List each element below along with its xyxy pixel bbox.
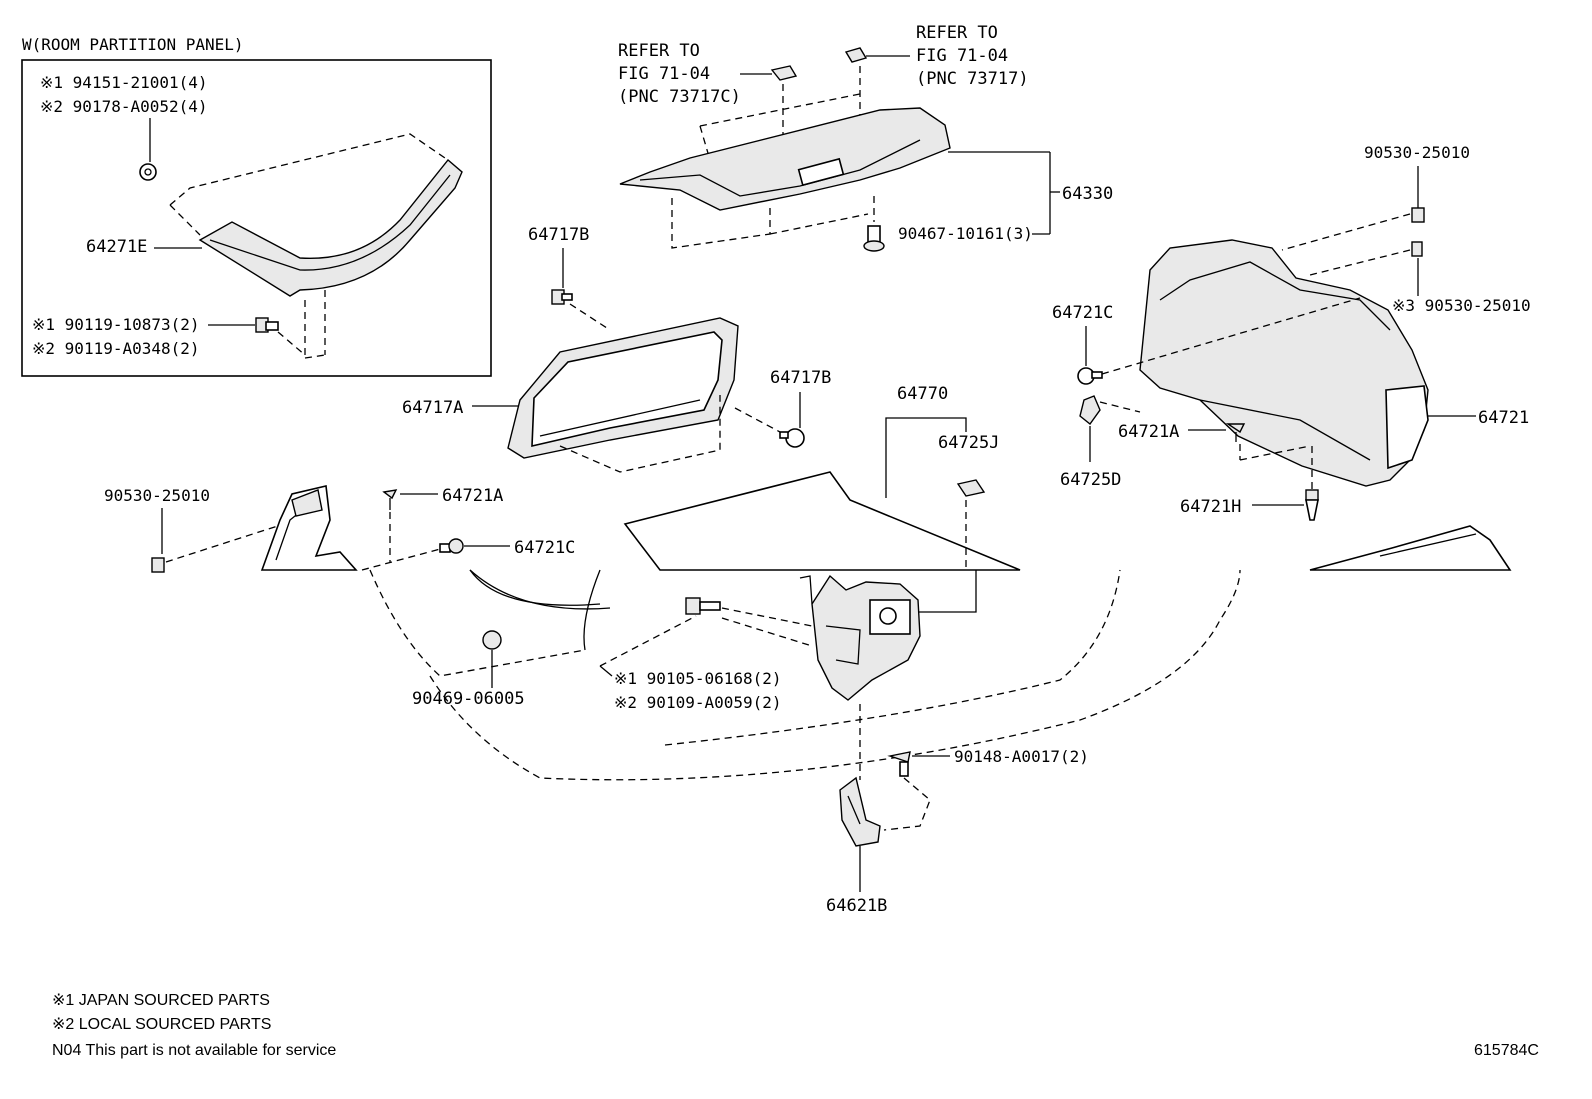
clip-64721C-left-icon [439,538,464,554]
clip-64725J-icon [956,479,986,497]
label-64725J: 64725J [938,433,999,453]
refer-left-line3: (PNC 73717C) [618,87,741,107]
refer-right-line3: (PNC 73717) [916,69,1029,89]
striker-64621B [839,776,881,847]
clip-64721H-icon [1305,489,1319,521]
cover-64717A-group: 64717B 64717A 64717B [402,225,831,473]
label-90467-10161: 90467-10161(3) [898,224,1033,243]
trim-cover-64721 [1139,239,1429,487]
trunk-floor-outline: 64770 64725J [369,384,1241,781]
note-japan-sourced: ※1 JAPAN SOURCED PARTS [52,992,270,1009]
label-90119-10873: ※1 90119-10873(2) [32,315,200,334]
inset-title: W(ROOM PARTITION PANEL) [22,35,244,54]
label-64717B-top: 64717B [528,225,589,245]
figure-id: 615784C [1474,1042,1539,1059]
clip-64721A-right-icon [1225,423,1246,434]
striker-64621B-group: 64621B 90148-A0017(2) [826,704,1089,916]
refer-left-line2: FIG 71-04 [618,64,710,84]
refer-right-line1: REFER TO [916,23,998,43]
clip-90530-right-top-icon [1411,207,1425,223]
label-64721C-left: 64721C [514,538,575,558]
label-64770: 64770 [897,384,948,404]
label-64717B-mid: 64717B [770,368,831,388]
bolt-90148-icon [887,751,911,763]
latch-64770: 90469-06005 ※1 90105-06168(2) ※2 90109-A… [412,574,921,712]
room-partition-inset: W(ROOM PARTITION PANEL) ※1 94151-21001(4… [21,35,492,377]
trim-panel-64330 [619,107,951,211]
legend-notes: ※1 JAPAN SOURCED PARTS ※2 LOCAL SOURCED … [52,992,1539,1059]
label-90530-left: 90530-25010 [104,486,210,505]
refer-right-line2: FIG 71-04 [916,46,1008,66]
label-64721A-right: 64721A [1118,422,1179,442]
clip-73717-icon [844,47,868,63]
bracket-64725D-icon [1079,395,1101,426]
label-90119-A0348: ※2 90119-A0348(2) [32,339,200,358]
clip-90467-icon [863,225,885,252]
label-64721: 64721 [1478,408,1529,428]
left-side-group: 90530-25010 64721A 64721C [104,485,575,573]
clip-90530-left-icon [151,557,165,573]
bolt-90119-icon [255,317,279,333]
note-not-available: N04 This part is not available for servi… [52,1042,336,1059]
note-local-sourced: ※2 LOCAL SOURCED PARTS [52,1016,271,1033]
clip-73717C-icon [770,65,798,81]
trim-side-left [260,485,358,571]
label-90530-right-top: 90530-25010 [1364,143,1470,162]
refer-left-line1: REFER TO [618,41,700,61]
label-90109-A0059: ※2 90109-A0059(2) [614,693,782,712]
label-90178-A0052: ※2 90178-A0052(4) [40,97,208,116]
label-64725D: 64725D [1060,470,1121,490]
label-64717A: 64717A [402,398,463,418]
label-64721H: 64721H [1180,497,1241,517]
clip-90178-icon [139,163,157,181]
clip-90530-right-3-icon [1411,241,1423,257]
clip-64721A-left-icon [382,489,398,500]
label-64721A-left: 64721A [442,486,503,506]
right-side-group: 90530-25010 ※3 90530-25010 64721 64721C … [1052,143,1531,571]
label-64721C-right: 64721C [1052,303,1113,323]
trim-side-right-lower [1309,525,1512,571]
label-90469-06005: 90469-06005 [412,689,525,709]
label-90148-A0017: 90148-A0017(2) [954,747,1089,766]
clip-64717B-top-icon [551,289,573,305]
label-64271E: 64271E [86,237,147,257]
inset-frame [21,59,492,377]
label-90105-06168: ※1 90105-06168(2) [614,669,782,688]
panel-64330-group: REFER TO FIG 71-04 (PNC 73717C) REFER TO… [618,23,1113,252]
label-94151-21001: ※1 94151-21001(4) [40,73,208,92]
label-64330: 64330 [1062,184,1113,204]
label-90530-right-3: ※3 90530-25010 [1392,296,1531,315]
plug-90469-icon [482,630,502,650]
clip-64721C-right-icon [1077,367,1103,385]
label-64621B: 64621B [826,896,887,916]
partition-panel-64271E [198,158,463,297]
clip-64717B-mid-icon [779,428,805,448]
bolt-90105-icon [685,597,721,615]
